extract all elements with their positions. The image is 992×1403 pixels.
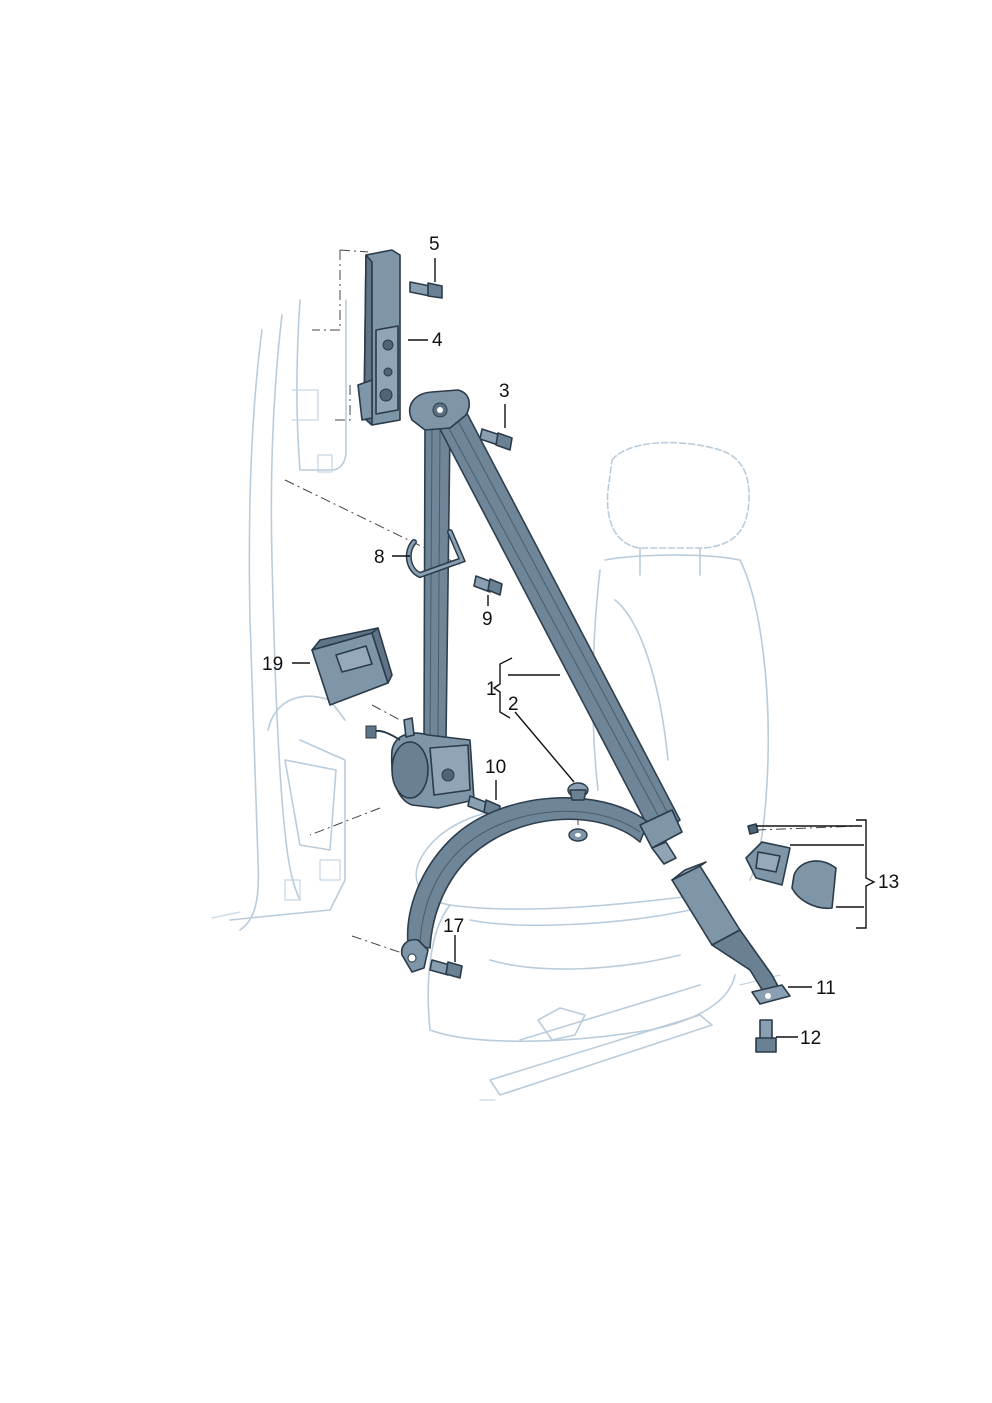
callout-3: 3 (499, 381, 510, 402)
belt-webbing-vertical (423, 424, 451, 741)
callout-10: 10 (485, 757, 506, 778)
d-ring-guide (408, 389, 471, 431)
callout-17: 17 (443, 916, 464, 937)
callout-2: 2 (508, 694, 519, 715)
callout-labels: 5 4 3 8 9 19 1 2 10 13 17 11 12 (262, 234, 899, 1049)
callout-1: 1 (486, 679, 497, 700)
belt-retractor (365, 717, 475, 809)
bolt-9 (473, 575, 503, 596)
button-stop (567, 782, 589, 842)
bolt-5 (409, 281, 443, 299)
leader-lines (292, 258, 876, 1038)
lower-anchor (400, 938, 429, 973)
bolt-17 (429, 959, 463, 979)
latch-plate (639, 809, 683, 865)
callout-19: 19 (262, 654, 283, 675)
belt-guide-loop (405, 529, 467, 579)
seat-belt-buckle (671, 861, 791, 1005)
bolt-3 (479, 428, 513, 451)
callout-11: 11 (816, 978, 836, 999)
callout-5: 5 (429, 234, 440, 255)
buckle-cover-set (745, 823, 837, 910)
height-adjuster-rail (357, 249, 401, 426)
callout-12: 12 (800, 1028, 821, 1049)
retractor-cover (311, 627, 393, 706)
callout-4: 4 (432, 330, 443, 351)
b-pillar-ghost (211, 299, 347, 931)
bolt-12 (755, 1019, 777, 1053)
callout-8: 8 (374, 547, 385, 568)
callout-13: 13 (878, 872, 899, 893)
callout-9: 9 (482, 609, 493, 630)
